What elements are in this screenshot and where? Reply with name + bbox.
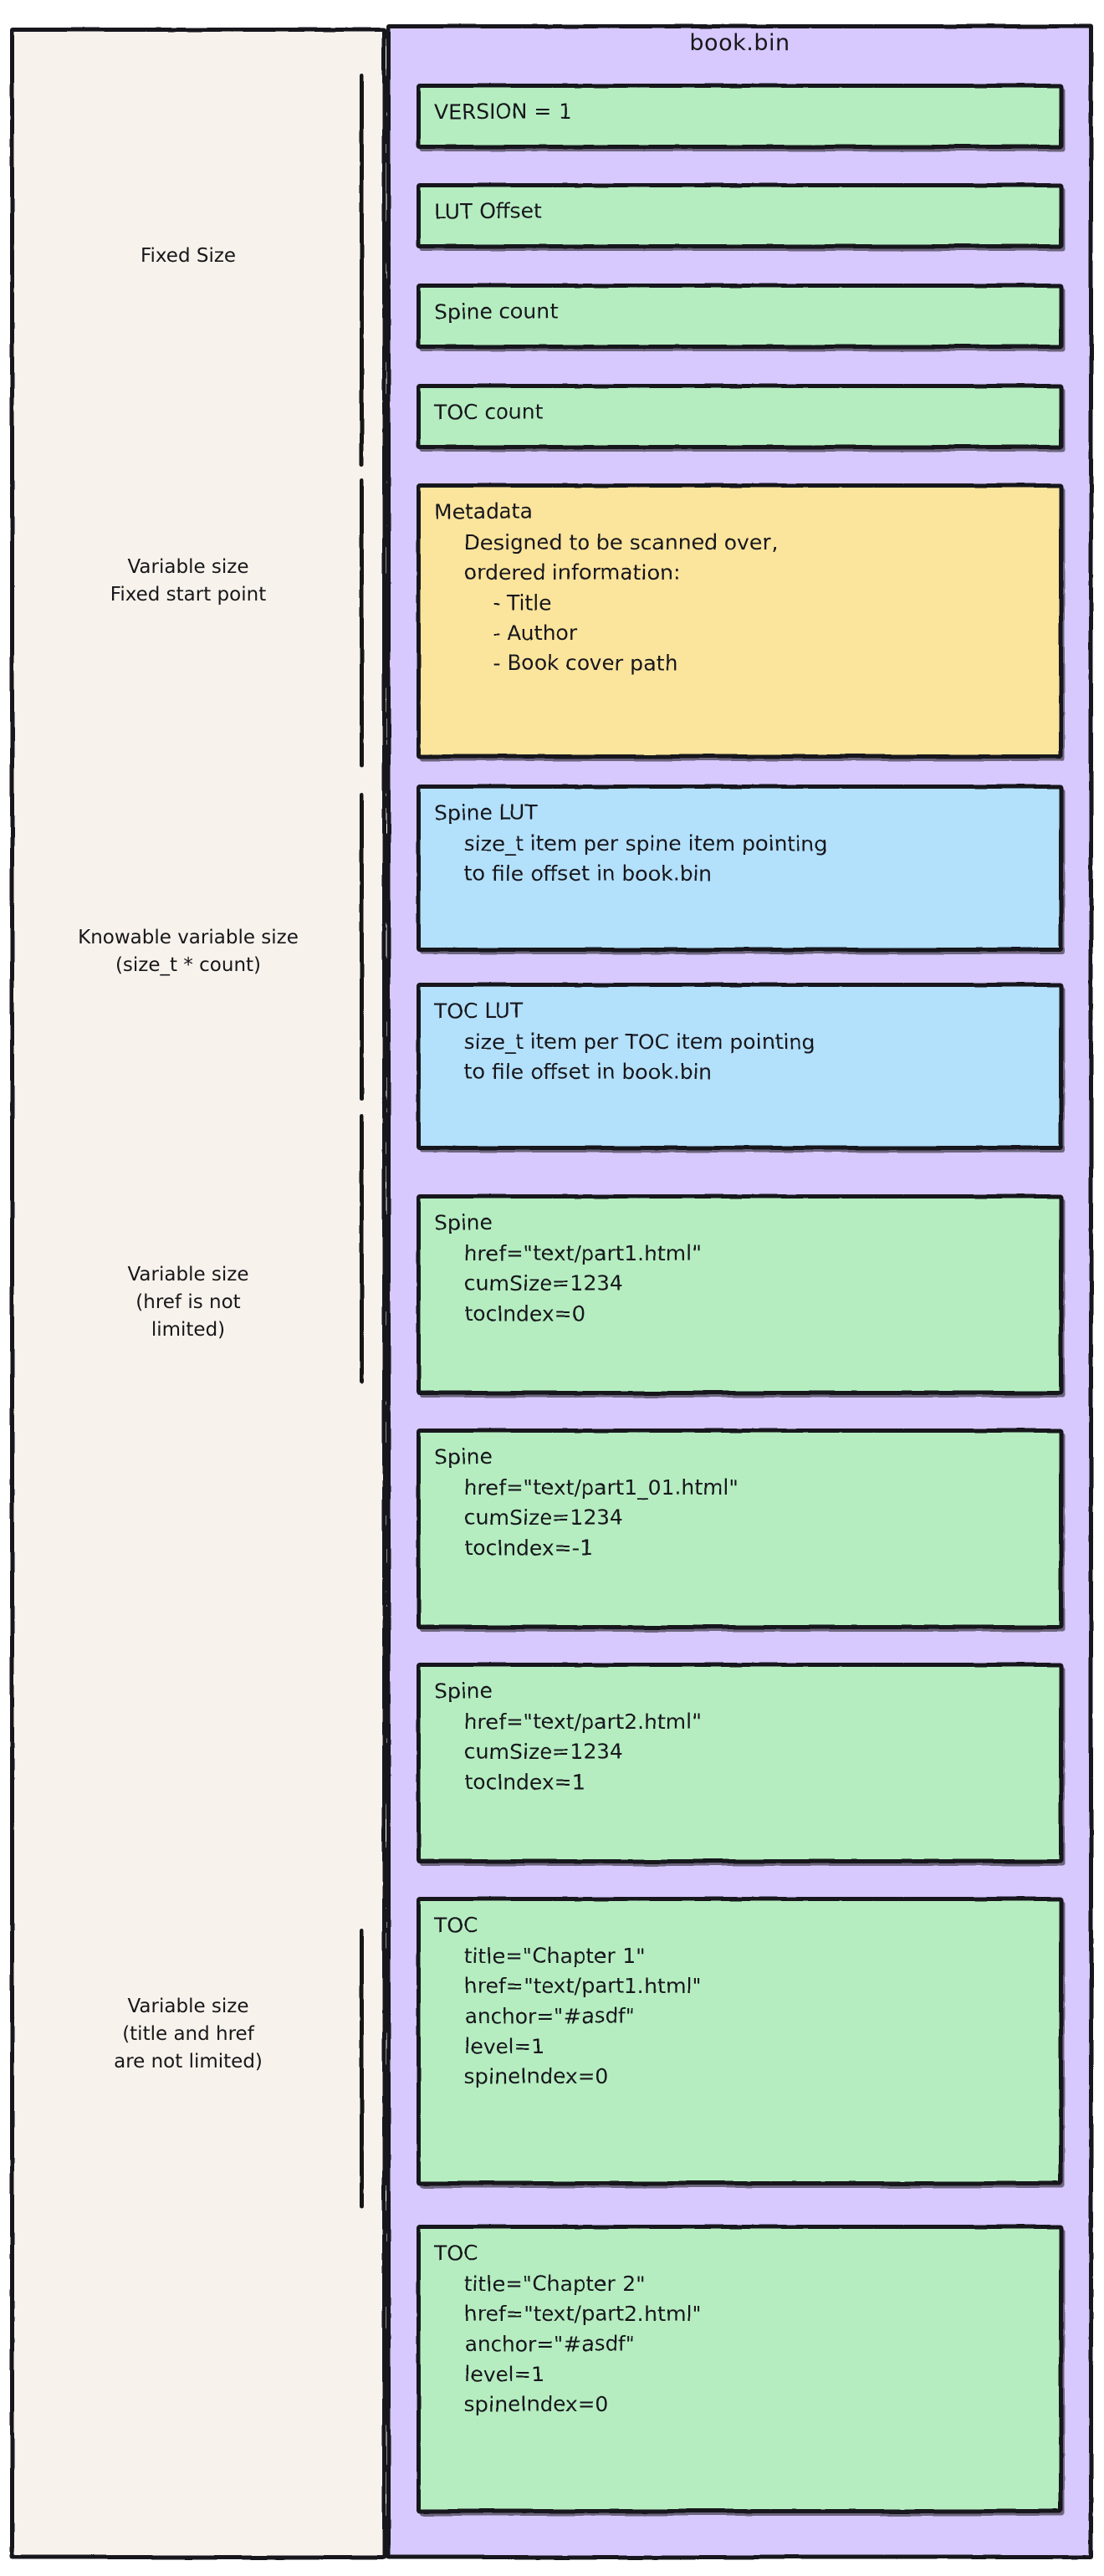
block-spine-1: Spine href="text/part1.html" cumSize=1234 t… bbox=[417, 1194, 1063, 1395]
block-spine-3-line-3: tocIndex=1 bbox=[464, 1770, 585, 1794]
block-spine-lut-line-0: Spine LUT bbox=[434, 800, 539, 825]
block-toc-2-line-2: href="text/part2.html" bbox=[464, 2302, 702, 2326]
block-spine-3-line-2: cumSize=1234 bbox=[464, 1740, 623, 1764]
block-spine-count: Spine count bbox=[417, 284, 1063, 349]
block-version: VERSION = 1 bbox=[417, 84, 1063, 149]
block-toc-lut: TOC LUT size_t item per TOC item pointing… bbox=[417, 983, 1063, 1150]
block-spine-count-line-0: Spine count bbox=[434, 299, 559, 324]
block-spine-3-line-0: Spine bbox=[434, 1679, 493, 1703]
block-version-line-0: VERSION = 1 bbox=[434, 100, 572, 124]
block-toc-1: TOC title="Chapter 1" href="text/part1.htm… bbox=[417, 1897, 1063, 2185]
block-toc-lut-line-2: to file offset in book.bin bbox=[464, 1060, 713, 1084]
file-panel-title: book.bin bbox=[689, 30, 790, 56]
group-bracket-variable-title-href bbox=[360, 1929, 364, 2208]
group-label-fixed-size: Fixed Size bbox=[140, 245, 237, 267]
block-toc-1-line-0: TOC bbox=[434, 1913, 478, 1937]
group-bracket-fixed-size bbox=[360, 74, 364, 467]
block-spine-2: Spine href="text/part1_01.html" cumSize=12… bbox=[417, 1429, 1063, 1629]
block-spine-3-line-1: href="text/part2.html" bbox=[464, 1710, 702, 1734]
group-bracket-knowable-variable bbox=[360, 793, 364, 1101]
block-toc-1-line-3: anchor="#asdf" bbox=[464, 2004, 636, 2028]
block-spine-lut: Spine LUT size_t item per spine item poin… bbox=[417, 785, 1063, 952]
block-spine-3: Spine href="text/part2.html" cumSize=1234 t… bbox=[417, 1663, 1063, 1863]
block-toc-2-line-3: anchor="#asdf" bbox=[464, 2332, 636, 2356]
group-label-knowable-variable: Knowable variable size (size_t * count) bbox=[78, 927, 299, 976]
block-lut-offset: LUT Offset bbox=[417, 183, 1063, 248]
group-label-variable-href: Variable size (href is not limited) bbox=[127, 1264, 249, 1341]
block-toc-2-line-0: TOC bbox=[434, 2241, 478, 2265]
block-spine-lut-line-2: to file offset in book.bin bbox=[464, 861, 713, 886]
group-label-variable-fixed-start: Variable size Fixed start point bbox=[110, 556, 267, 606]
block-spine-2-line-3: tocIndex=-1 bbox=[464, 1536, 593, 1560]
block-toc-2-line-4: level=1 bbox=[464, 2362, 545, 2386]
block-metadata-line-5: - Book cover path bbox=[493, 651, 678, 675]
block-toc-1-line-4: level=1 bbox=[464, 2034, 545, 2058]
block-metadata-line-2: ordered information: bbox=[464, 560, 681, 585]
group-bracket-variable-fixed-start bbox=[360, 478, 364, 767]
group-label-variable-title-href: Variable size (title and href are not li… bbox=[114, 1996, 263, 2073]
annotations-panel bbox=[10, 28, 386, 2559]
block-toc-lut-line-1: size_t item per TOC item pointing bbox=[464, 1030, 815, 1054]
block-toc-1-line-5: spineIndex=0 bbox=[464, 2064, 609, 2088]
block-metadata-line-1: Designed to be scanned over, bbox=[464, 530, 778, 555]
block-spine-lut-line-1: size_t item per spine item pointing bbox=[464, 831, 828, 856]
block-spine-2-line-0: Spine bbox=[434, 1444, 493, 1469]
block-metadata-line-0: Metadata bbox=[434, 499, 534, 524]
block-spine-2-line-1: href="text/part1_01.html" bbox=[464, 1475, 739, 1500]
block-toc-1-line-2: href="text/part1.html" bbox=[464, 1974, 702, 1998]
block-metadata-line-4: - Author bbox=[493, 621, 578, 645]
block-toc-lut-line-0: TOC LUT bbox=[434, 999, 524, 1023]
block-spine-1-line-0: Spine bbox=[434, 1210, 493, 1234]
block-toc-count-line-0: TOC count bbox=[434, 400, 544, 424]
block-toc-2-line-5: spineIndex=0 bbox=[464, 2392, 609, 2416]
block-spine-1-line-3: tocIndex=0 bbox=[464, 1301, 585, 1326]
block-metadata-line-3: - Title bbox=[493, 590, 552, 615]
group-bracket-variable-href bbox=[360, 1114, 364, 1383]
block-spine-1-line-2: cumSize=1234 bbox=[464, 1271, 623, 1296]
block-toc-1-line-1: title="Chapter 1" bbox=[464, 1944, 646, 1968]
block-spine-2-line-2: cumSize=1234 bbox=[464, 1505, 623, 1530]
block-lut-offset-line-0: LUT Offset bbox=[434, 199, 543, 223]
block-toc-2-line-1: title="Chapter 2" bbox=[464, 2272, 646, 2296]
block-spine-1-line-1: href="text/part1.html" bbox=[464, 1241, 702, 1265]
block-toc-count: TOC count bbox=[417, 384, 1063, 449]
block-toc-2: TOC title="Chapter 2" href="text/part2.htm… bbox=[417, 2225, 1063, 2513]
